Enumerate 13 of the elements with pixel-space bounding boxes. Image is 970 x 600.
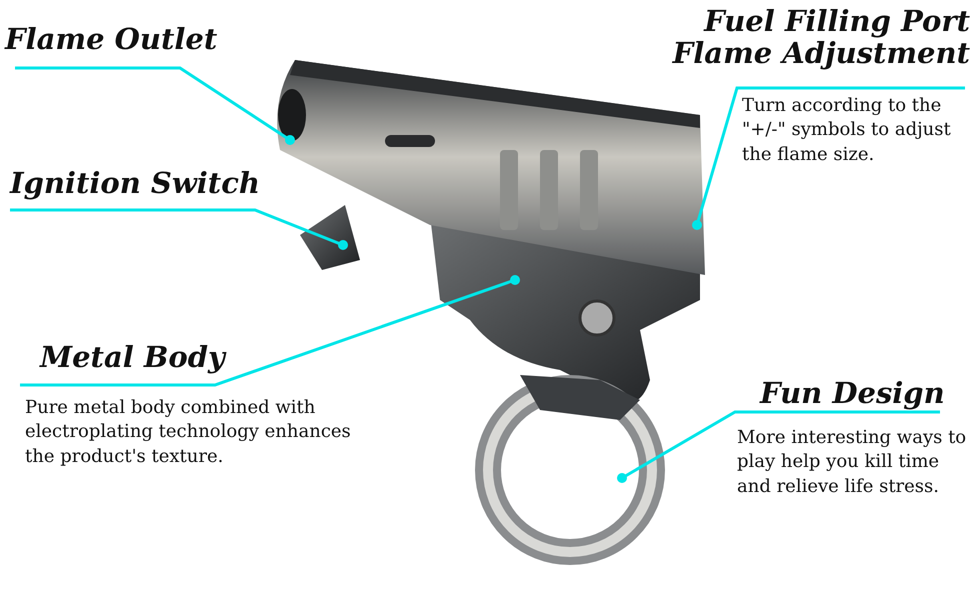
leader-line <box>10 208 348 250</box>
callout-heading: Metal Body <box>40 342 225 374</box>
leader-line <box>692 86 965 230</box>
leader-line <box>617 410 940 483</box>
leader-line <box>20 275 520 386</box>
callout-heading: Flame Outlet <box>5 24 218 56</box>
callout-text: Turn according to the "+/-" symbols to adjust the flame size. <box>742 94 952 167</box>
callout-heading: Ignition Switch <box>10 168 260 200</box>
callout-heading: Fun Design <box>760 378 945 410</box>
leader-line <box>15 66 295 145</box>
callout-text: Pure metal body combined with electroplating technology enhances the product's texture. <box>25 396 352 469</box>
callout-text: More interesting ways to play help you kill time and relieve life stress. <box>737 426 967 499</box>
callout-heading: Fuel Filling Port Flame Adjustment <box>671 6 970 70</box>
